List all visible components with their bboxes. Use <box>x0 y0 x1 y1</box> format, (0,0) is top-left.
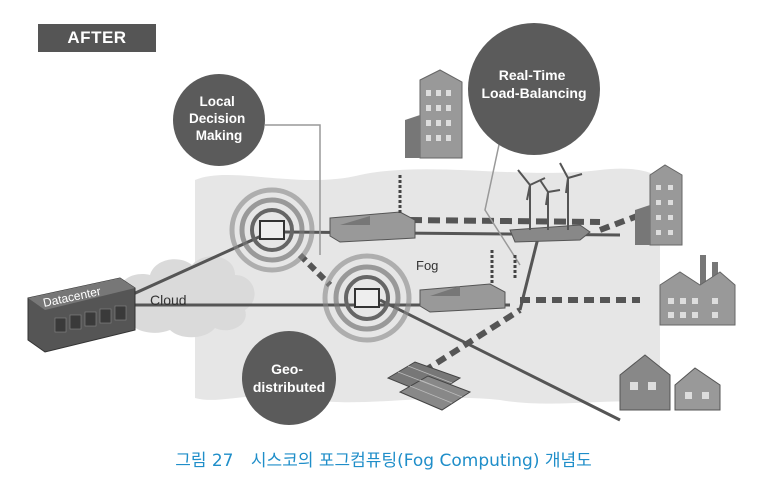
local-decision-bubble: Local Decision Making <box>173 74 265 166</box>
houses-icon <box>619 354 721 411</box>
local-decision-line: Local <box>199 94 234 109</box>
fog-router-upper <box>329 211 416 243</box>
figure-caption: 그림 27 시스코의 포그컴퓨팅(Fog Computing) 개념도 <box>0 446 767 471</box>
fog-node-lower <box>322 253 412 343</box>
after-tag: AFTER <box>38 24 156 52</box>
figure-number: 그림 27 <box>175 451 234 471</box>
local-decision-line: Decision <box>189 111 245 126</box>
fog-label: Fog <box>416 258 438 273</box>
geo-line: Geo- <box>271 361 303 377</box>
office-building-icon <box>405 69 463 159</box>
geo-distributed-bubble: Geo- distributed <box>242 331 336 425</box>
figure-title: 시스코의 포그컴퓨팅(Fog Computing) 개념도 <box>250 451 592 471</box>
local-decision-line: Making <box>196 128 243 143</box>
svg-text:Geo- distributed: Geo- distributed <box>253 361 325 395</box>
cloud-label: Cloud <box>150 292 187 308</box>
solar-panels-icon <box>386 361 472 411</box>
fog-node-upper <box>229 187 315 273</box>
datacenter-icon: Datacenter <box>27 277 136 353</box>
svg-text:Local Decision Mak: Local Decision Making <box>189 94 249 143</box>
svg-text:Real-Time Load-Balancing: Real-Time Load-Balancing <box>481 67 586 101</box>
antenna-icons <box>398 175 517 285</box>
factory-icon <box>659 255 736 326</box>
realtime-loadbalancing-bubble: Real-Time Load-Balancing <box>468 23 600 155</box>
realtime-line: Real-Time <box>499 67 566 83</box>
cloud-shape <box>113 256 255 338</box>
realtime-line: Load-Balancing <box>481 85 586 101</box>
wind-turbines-icon <box>517 162 583 230</box>
geo-line: distributed <box>253 379 325 395</box>
office-tower-icon <box>635 164 683 246</box>
fog-router-lower <box>419 283 506 313</box>
